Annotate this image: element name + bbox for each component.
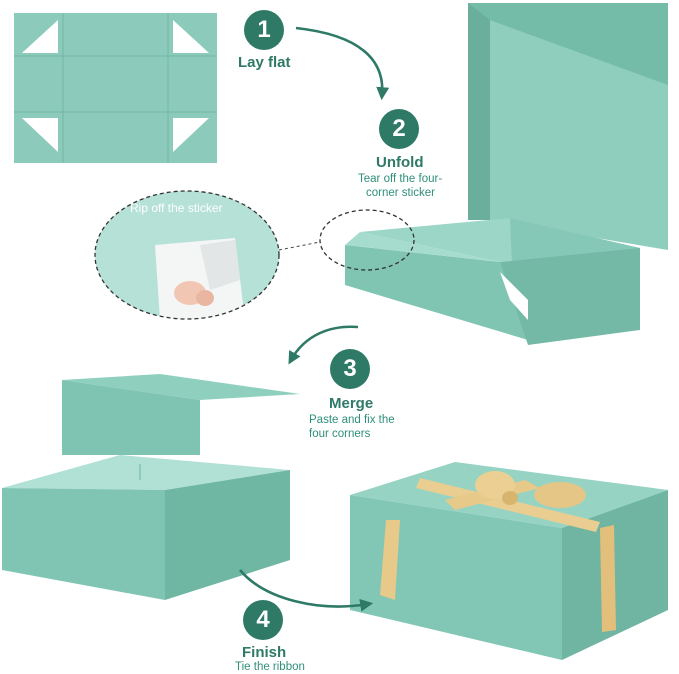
step-3-subtitle-line-2: four corners	[309, 428, 371, 440]
step-4-subtitle-line-1: Tie the ribbon	[235, 661, 305, 673]
step-2-badge: 2	[379, 109, 419, 149]
sticker-zoom-callout	[94, 190, 280, 320]
open-box-unfolded	[345, 3, 668, 345]
step-4-badge: 4	[243, 600, 283, 640]
step-1-title: Lay flat	[238, 54, 291, 71]
arrow-1-to-2	[295, 26, 390, 101]
finished-gift-box	[350, 462, 668, 660]
sticker-callout-label: Rip off the sticker	[130, 201, 223, 215]
step-3-title: Merge	[329, 395, 374, 412]
step-3-subtitle-line-1: Paste and fix the	[309, 414, 395, 426]
flat-box-net	[14, 13, 217, 163]
arrow-3-to-4	[239, 569, 374, 612]
arrow-2-to-3	[288, 325, 359, 365]
step-3-badge: 3	[330, 349, 370, 389]
merged-box	[2, 374, 300, 600]
step-2-subtitle-line-1: Tear off the four-	[358, 173, 443, 185]
step-2-subtitle-line-2: corner sticker	[366, 187, 436, 199]
step-2-title: Unfold	[376, 154, 424, 171]
step-4-title: Finish	[242, 644, 287, 661]
step-1-badge: 1	[244, 10, 284, 50]
zoom-target-circle	[319, 209, 415, 271]
